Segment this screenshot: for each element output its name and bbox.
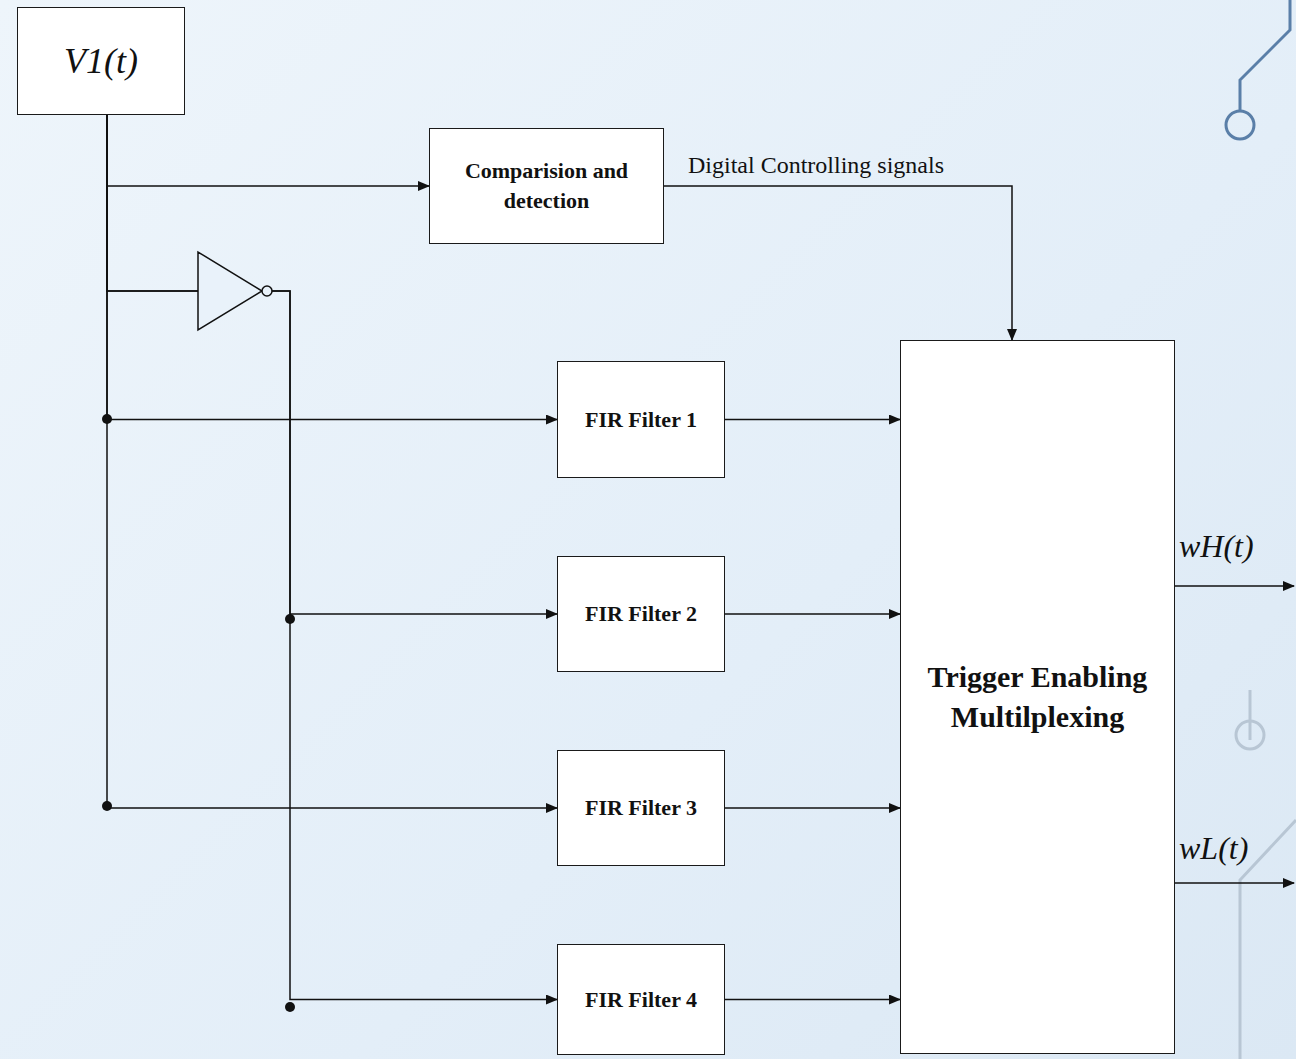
circuit-trace xyxy=(1240,820,1296,1059)
filter-box: FIR Filter 3 xyxy=(557,750,725,866)
signal-wire xyxy=(664,186,1012,340)
junction-dot xyxy=(285,1002,295,1012)
output-signal-label: wL(t) xyxy=(1179,830,1248,867)
box-text: FIR Filter 1 xyxy=(585,405,697,435)
signal-wire xyxy=(725,807,900,809)
signal-wire xyxy=(725,613,900,615)
signal-wire xyxy=(725,999,900,1001)
box-text: Trigger Enabling Multilplexing xyxy=(909,657,1166,738)
output-signal-label: wH(t) xyxy=(1179,528,1254,565)
circuit-pad xyxy=(1236,721,1264,749)
circuit-pad xyxy=(1226,111,1254,139)
filter-box: FIR Filter 4 xyxy=(557,944,725,1055)
junction-dot xyxy=(285,614,295,624)
multiplexer-box: Trigger Enabling Multilplexing xyxy=(900,340,1175,1054)
signal-label: Digital Controlling signals xyxy=(688,152,944,179)
box-text: Comparision and detection xyxy=(438,156,655,215)
filter-box: FIR Filter 1 xyxy=(557,361,725,478)
inverter-symbol xyxy=(198,252,262,330)
filter-box: FIR Filter 2 xyxy=(557,556,725,672)
junction-dot xyxy=(102,414,112,424)
output-wire xyxy=(1173,585,1294,587)
output-wire xyxy=(1173,882,1294,884)
junction-dot xyxy=(102,801,112,811)
circuit-trace xyxy=(1240,0,1290,110)
box-text: V1(t) xyxy=(64,37,138,86)
signal-source-box: V1(t) xyxy=(17,7,185,115)
circuit-trace xyxy=(1249,690,1252,740)
box-text: FIR Filter 2 xyxy=(585,599,697,629)
inverter-bubble xyxy=(262,286,272,296)
process-box: Comparision and detection xyxy=(429,128,664,244)
box-text: FIR Filter 4 xyxy=(585,985,697,1015)
box-text: FIR Filter 3 xyxy=(585,793,697,823)
signal-wire xyxy=(107,115,557,1000)
signal-wire xyxy=(725,419,900,421)
signal-wire xyxy=(107,115,429,186)
